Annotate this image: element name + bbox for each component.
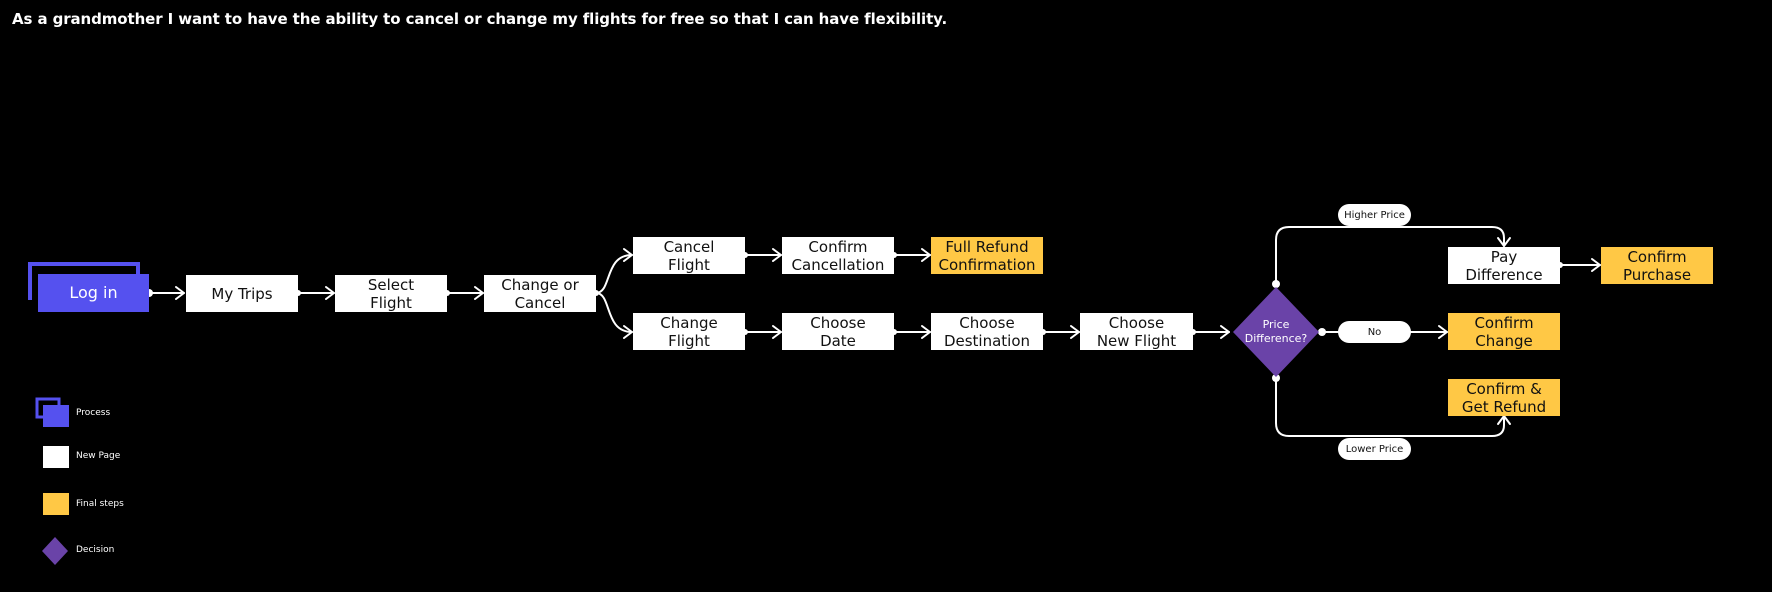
node-full-refund-confirmation[interactable]: Full Refund Confirmation: [931, 237, 1043, 274]
legend-decision-shape: [42, 537, 68, 565]
branch-label-higher-price: Higher Price: [1338, 204, 1411, 226]
arrowhead: [921, 325, 931, 339]
connector-decision-higher: [1275, 226, 1505, 285]
arrowhead: [1497, 237, 1511, 247]
connector-decision-lower: [1275, 377, 1505, 437]
node-choose-destination[interactable]: Choose Destination: [931, 313, 1043, 350]
legend-new-page-label: New Page: [76, 451, 121, 461]
node-select-flight[interactable]: Select Flight: [335, 275, 447, 312]
connector-dot: [1272, 280, 1280, 288]
decision-label: Price Difference?: [1244, 318, 1308, 345]
arrowhead: [325, 286, 335, 300]
connector-dot: [1272, 374, 1280, 382]
legend-page-shape: [43, 446, 69, 468]
arrowhead: [1070, 325, 1080, 339]
node-confirm-purchase[interactable]: Confirm Purchase: [1601, 247, 1713, 284]
branch-label-lower-price: Lower Price: [1338, 438, 1411, 460]
arrowhead: [175, 286, 185, 300]
legend-process-shape: [43, 405, 69, 427]
arrowhead: [1497, 415, 1511, 425]
node-change-flight[interactable]: Change Flight: [633, 313, 745, 350]
legend-decision-label: Decision: [76, 545, 115, 555]
node-confirm-get-refund[interactable]: Confirm & Get Refund: [1448, 379, 1560, 416]
node-choose-date[interactable]: Choose Date: [782, 313, 894, 350]
arrowhead: [623, 248, 633, 262]
arrowhead: [1591, 258, 1601, 272]
page-title: As a grandmother I want to have the abil…: [12, 10, 948, 28]
node-change-or-cancel[interactable]: Change or Cancel: [484, 275, 596, 312]
node-confirm-cancellation[interactable]: Confirm Cancellation: [782, 237, 894, 274]
arrowhead: [772, 325, 782, 339]
arrowhead: [921, 248, 931, 262]
login-stack-outline-left: [28, 262, 32, 300]
connector-changecancel-change: [595, 292, 633, 333]
legend-process-label: Process: [76, 408, 111, 418]
arrowhead: [1438, 325, 1448, 339]
connector-dot: [1318, 328, 1326, 336]
connector-changecancel-cancel: [595, 254, 633, 294]
node-log-in[interactable]: Log in: [38, 274, 149, 312]
legend-final-shape: [43, 493, 69, 515]
arrowhead: [474, 286, 484, 300]
node-choose-new-flight[interactable]: Choose New Flight: [1080, 313, 1193, 350]
decision-diamond: [1233, 287, 1319, 377]
node-pay-difference[interactable]: Pay Difference: [1448, 247, 1560, 284]
arrowhead: [1220, 325, 1230, 339]
legend-final-steps-label: Final steps: [76, 499, 124, 509]
arrowhead: [623, 325, 633, 339]
node-confirm-change[interactable]: Confirm Change: [1448, 313, 1560, 350]
branch-label-no: No: [1338, 321, 1411, 343]
node-my-trips[interactable]: My Trips: [186, 275, 298, 312]
node-cancel-flight[interactable]: Cancel Flight: [633, 237, 745, 274]
arrowhead: [772, 248, 782, 262]
